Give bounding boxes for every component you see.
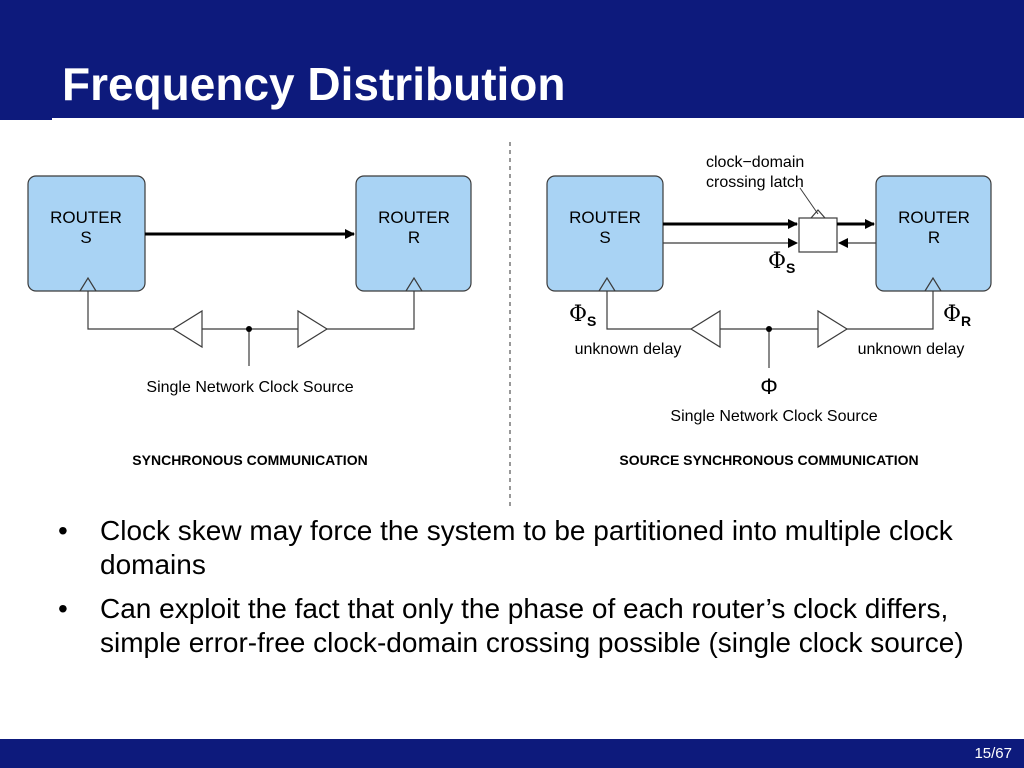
delay-label-right: unknown delay (858, 341, 965, 358)
phi-symbol: Φ (768, 249, 786, 274)
bullet-text: Clock skew may force the system to be pa… (100, 515, 953, 580)
ss-clock-input-r (924, 276, 942, 292)
footer-bar: 15/67 (0, 739, 1024, 768)
phi-s-router: ΦS (569, 302, 596, 329)
ss-router-r-label-2: R (928, 228, 940, 247)
phi-clock-source: Φ (760, 374, 778, 399)
sync-clock-input-s (79, 276, 97, 292)
ss-router-s-label-1: ROUTER (569, 208, 641, 227)
bullet-item: • Clock skew may force the system to be p… (58, 514, 978, 582)
latch-label-2: crossing latch (706, 174, 804, 191)
ss-buffer-right (817, 309, 849, 349)
bullet-symbol: • (58, 593, 68, 624)
sync-router-r-label-1: ROUTER (378, 208, 450, 227)
phi-subscript: S (587, 313, 596, 329)
bullet-item: • Can exploit the fact that only the phas… (58, 592, 978, 660)
sync-panel: ROUTER S ROUTER R Single Network Clock S… (27, 175, 472, 468)
bullet-list: • Clock skew may force the system to be p… (58, 514, 978, 670)
delay-label-left: unknown delay (575, 341, 682, 358)
bullet-symbol: • (58, 515, 68, 546)
sync-clock-input-r (405, 276, 423, 292)
diagram: ROUTER S ROUTER R Single Network Clock S… (27, 142, 992, 510)
ss-clock-input-s (598, 276, 616, 292)
sync-clock-wire (87, 291, 415, 330)
ss-clock-source-label: Single Network Clock Source (670, 408, 877, 425)
latch-label-1: clock−domain (706, 154, 804, 171)
ss-router-r-label-1: ROUTER (898, 208, 970, 227)
crossing-latch-clock-input (810, 209, 826, 219)
sync-caption: SYNCHRONOUS COMMUNICATION (132, 452, 367, 468)
ss-clock-wire (606, 291, 934, 330)
sync-router-s-label-1: ROUTER (50, 208, 122, 227)
title-accent (0, 114, 52, 120)
title-bar: Frequency Distribution (0, 0, 1024, 120)
ss-router-s (546, 175, 664, 292)
latch-callout-line (799, 187, 819, 215)
phi-r-router: ΦR (943, 302, 971, 329)
sync-buffer-right (297, 309, 329, 349)
source-sync-panel: ROUTER S ROUTER R clock−domain crossing … (546, 154, 992, 468)
phi-symbol: Φ (943, 302, 961, 327)
sync-router-s-label-2: S (80, 228, 91, 247)
sync-router-r-label-2: R (408, 228, 420, 247)
sync-clock-source-label: Single Network Clock Source (146, 379, 353, 396)
phi-s-latch: ΦS (768, 249, 795, 276)
page-number: 15/67 (974, 745, 1012, 762)
sync-buffer-left (171, 309, 203, 349)
ss-caption: SOURCE SYNCHRONOUS COMMUNICATION (619, 452, 918, 468)
phi-subscript: R (961, 313, 971, 329)
phi-subscript: S (786, 260, 795, 276)
bullet-text: Can exploit the fact that only the phase… (100, 593, 964, 658)
phi-symbol: Φ (569, 302, 587, 327)
slide-title: Frequency Distribution (62, 58, 566, 110)
ss-buffer-left (689, 309, 721, 349)
ss-router-s-label-2: S (599, 228, 610, 247)
crossing-latch (798, 217, 838, 253)
sync-clock-junction (246, 326, 252, 332)
ss-clock-junction (766, 326, 772, 332)
